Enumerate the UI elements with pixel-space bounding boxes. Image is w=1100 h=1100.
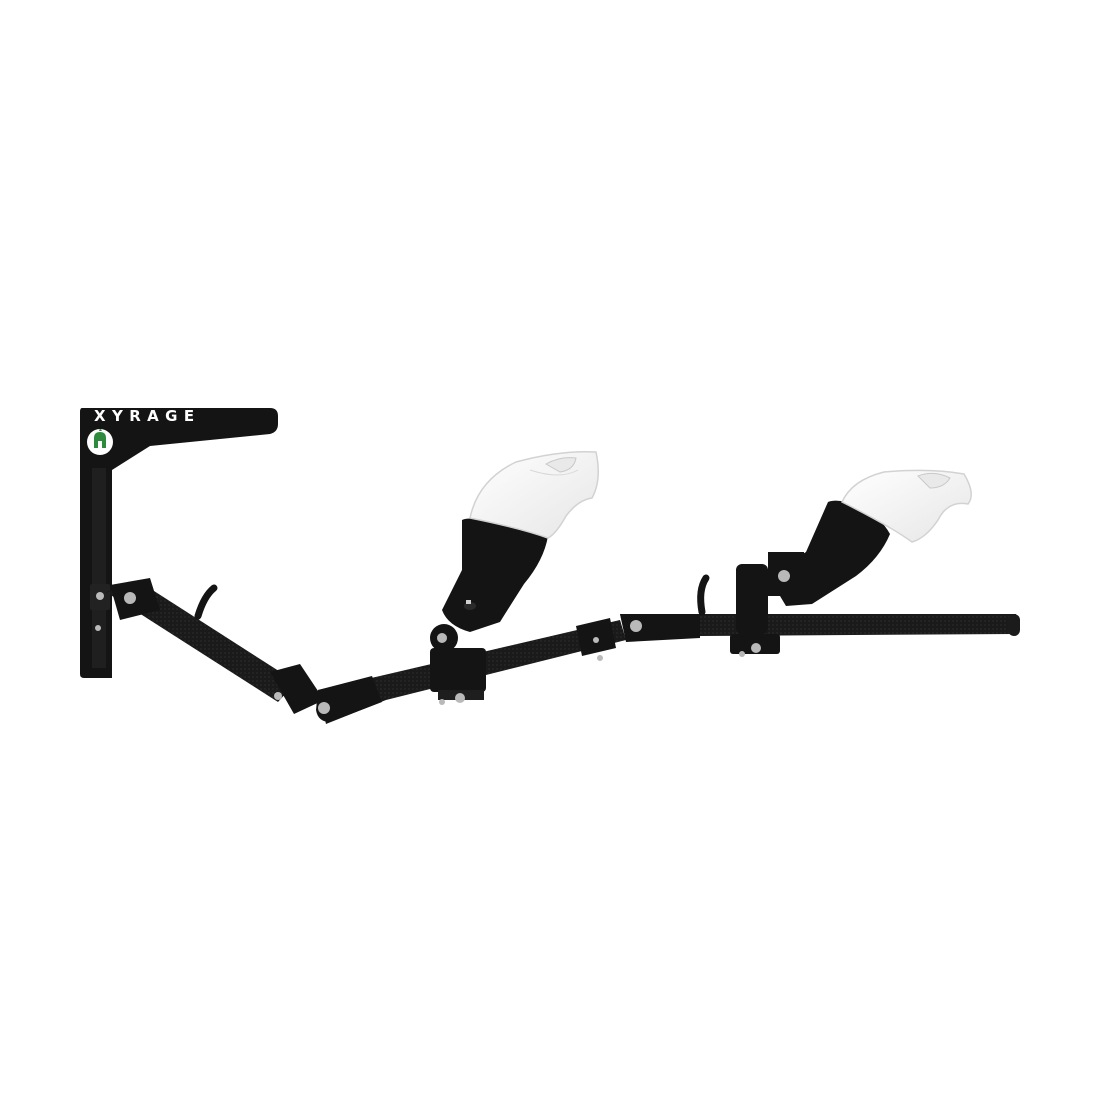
spartan-helmet-icon xyxy=(87,429,113,455)
arm-segment-lower-left xyxy=(106,578,324,714)
vr-controller-right xyxy=(841,469,972,543)
controller-holder-right xyxy=(730,500,890,657)
brand-wordmark: XYRAGE xyxy=(94,407,201,425)
vr-controller-left xyxy=(469,450,599,539)
controller-holder-left xyxy=(430,518,548,705)
wall-bracket: XYRAGE xyxy=(80,407,278,678)
arm-segment-upper-right xyxy=(620,574,1020,642)
